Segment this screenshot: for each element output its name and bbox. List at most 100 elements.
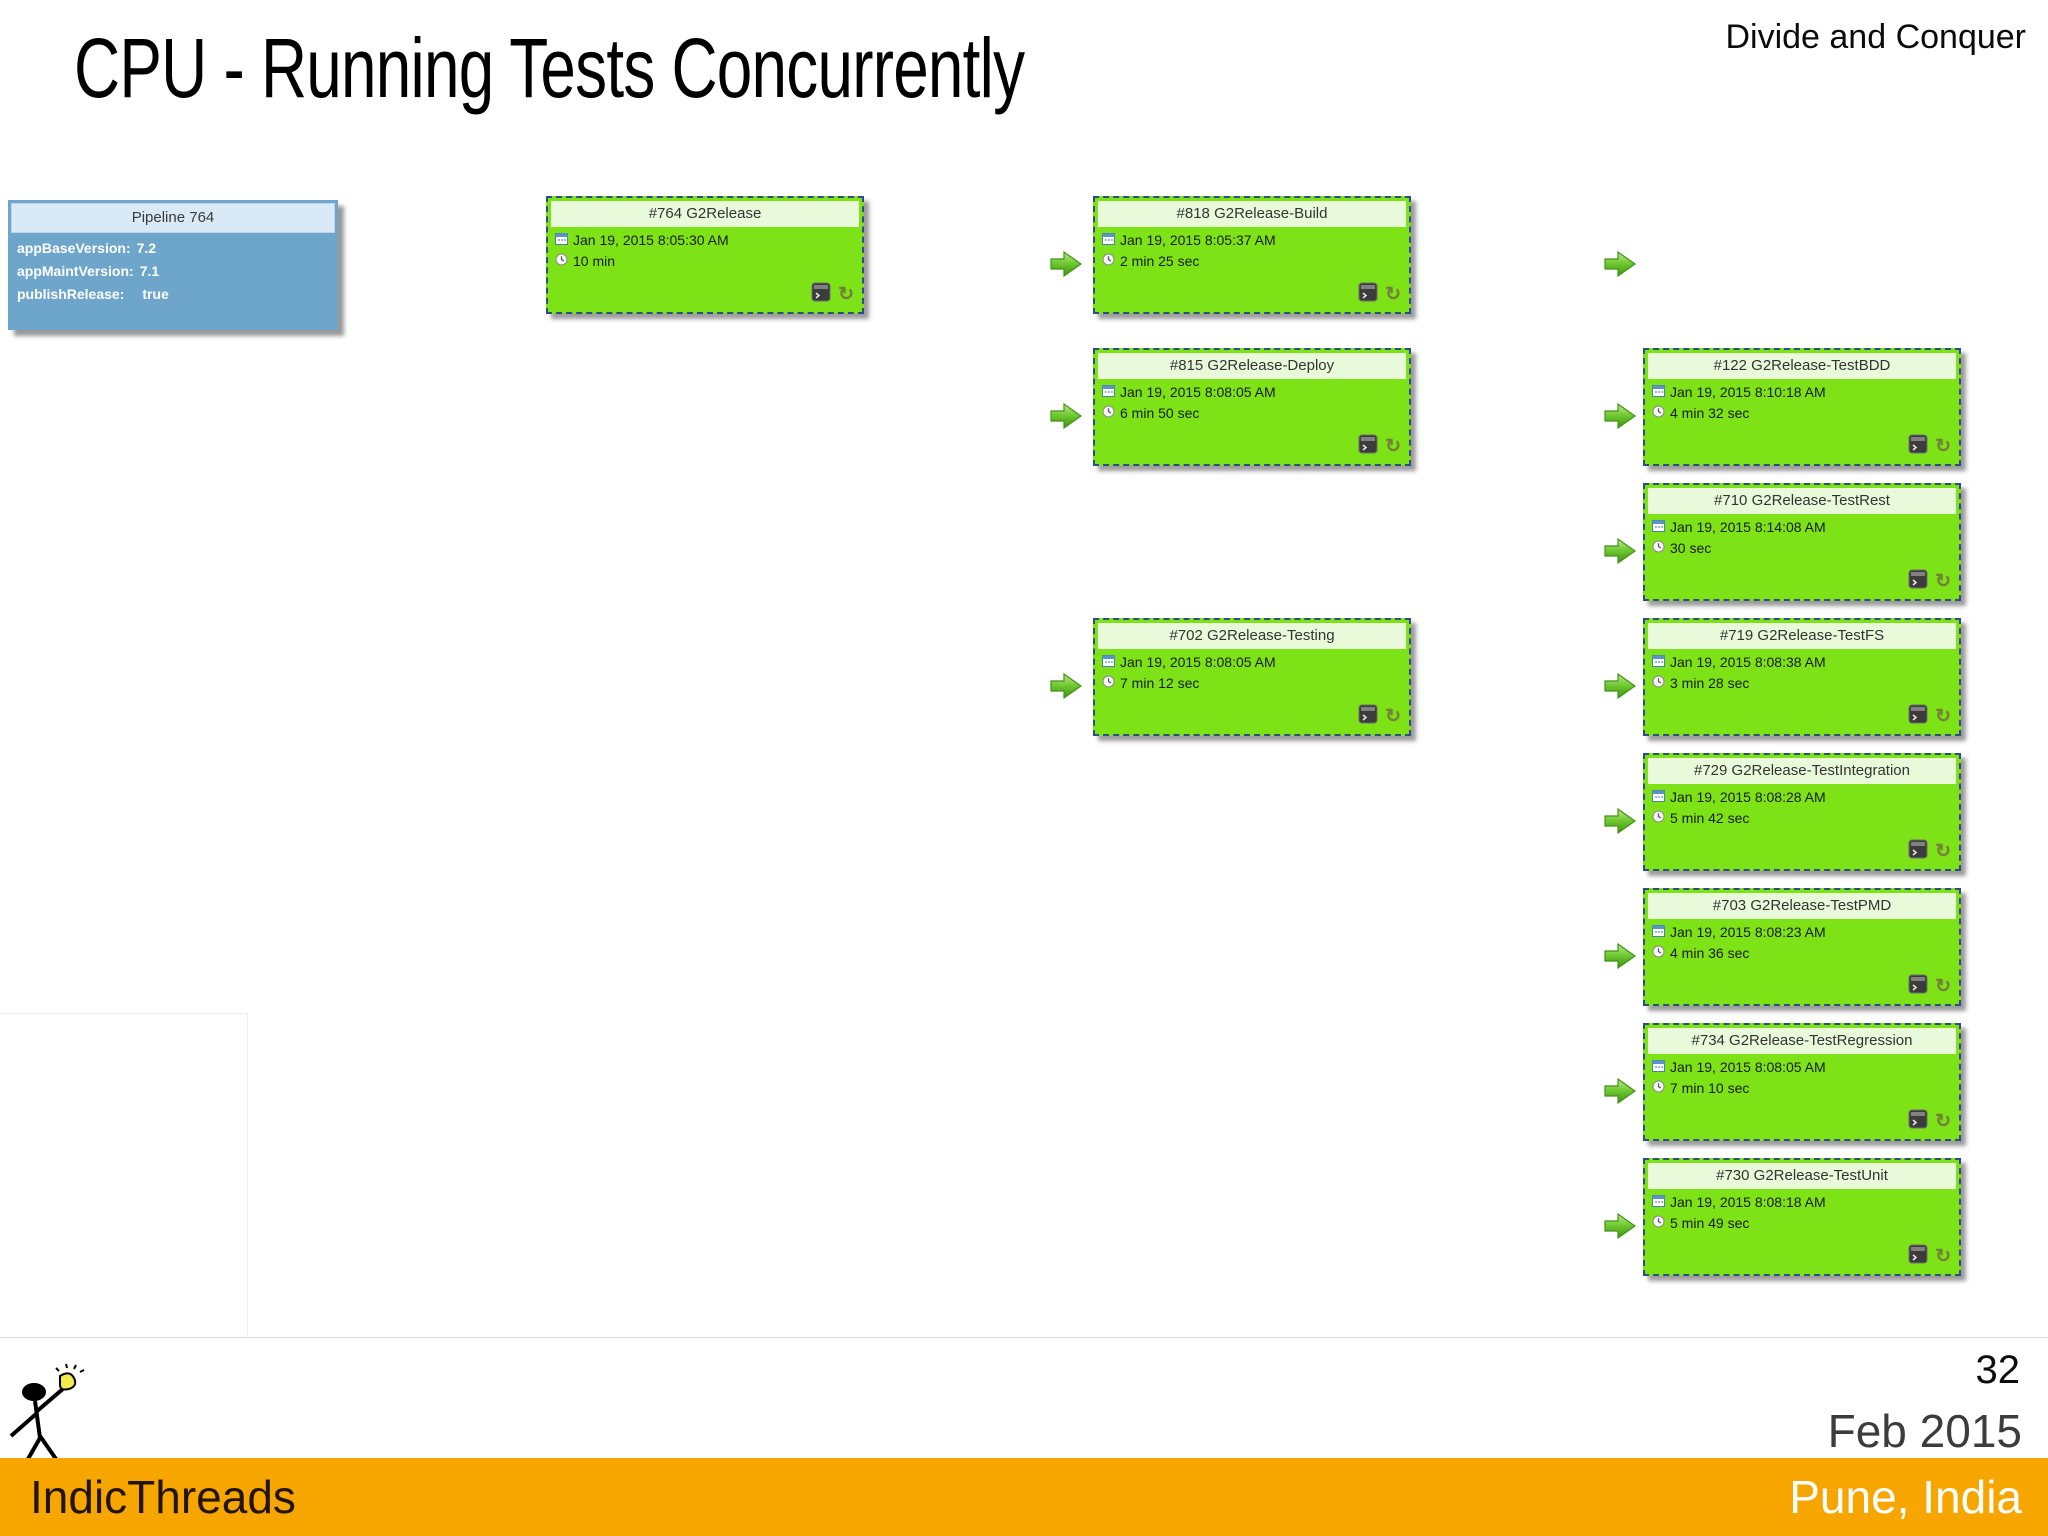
flow-arrow-icon <box>1602 534 1638 568</box>
job-duration: 3 min 28 sec <box>1670 675 1750 691</box>
console-output-icon[interactable] <box>1358 704 1378 729</box>
clock-icon <box>1652 810 1665 826</box>
job-title-link[interactable]: #818 G2Release-Build <box>1098 201 1406 227</box>
clock-icon <box>1652 540 1665 556</box>
job-duration: 10 min <box>573 253 616 269</box>
flow-arrow-icon <box>1048 399 1084 433</box>
flow-arrow-icon <box>1602 247 1638 281</box>
param-label: appMaintVersion: <box>17 263 134 279</box>
console-output-icon[interactable] <box>1908 434 1928 459</box>
footer-bar <box>0 1458 2048 1536</box>
param-value: 7.2 <box>136 240 157 256</box>
job-title-link[interactable]: #734 G2Release-TestRegression <box>1648 1028 1956 1054</box>
job-duration: 2 min 25 sec <box>1120 253 1200 269</box>
corner-label: Divide and Conquer <box>1725 18 2026 56</box>
console-output-icon[interactable] <box>1358 282 1378 307</box>
job-duration: 4 min 36 sec <box>1670 945 1750 961</box>
calendar-icon <box>1652 654 1665 670</box>
console-output-icon[interactable] <box>1908 1244 1928 1269</box>
param-value: true <box>142 286 169 302</box>
job-title-link[interactable]: #764 G2Release <box>551 201 859 227</box>
job-duration: 7 min 12 sec <box>1120 675 1200 691</box>
calendar-icon <box>1102 384 1115 400</box>
job-start-time: Jan 19, 2015 8:10:18 AM <box>1670 384 1826 400</box>
rebuild-icon[interactable]: ↻ <box>1935 976 1951 997</box>
param-row: appMaintVersion: 7.1 <box>8 263 338 279</box>
calendar-icon <box>1652 384 1665 400</box>
rebuild-icon[interactable]: ↻ <box>1935 1246 1951 1267</box>
job-start-time: Jan 19, 2015 8:08:05 AM <box>1670 1059 1826 1075</box>
console-output-icon[interactable] <box>1908 974 1928 999</box>
job-title-link[interactable]: #719 G2Release-TestFS <box>1648 623 1956 649</box>
rebuild-icon[interactable]: ↻ <box>1935 571 1951 592</box>
calendar-icon <box>1652 789 1665 805</box>
job-card: #703 G2Release-TestPMD Jan 19, 2015 8:08… <box>1643 888 1961 1006</box>
console-output-icon[interactable] <box>1358 434 1378 459</box>
rebuild-icon[interactable]: ↻ <box>1935 706 1951 727</box>
clock-icon <box>1102 253 1115 269</box>
flow-arrow-icon <box>1602 1074 1638 1108</box>
param-value: 7.1 <box>139 263 160 279</box>
clock-icon <box>1652 405 1665 421</box>
param-label: appBaseVersion: <box>17 240 131 256</box>
flow-arrow-icon <box>1602 669 1638 703</box>
rebuild-icon[interactable]: ↻ <box>1935 1111 1951 1132</box>
rebuild-icon[interactable]: ↻ <box>838 284 854 305</box>
job-title-link[interactable]: #729 G2Release-TestIntegration <box>1648 758 1956 784</box>
rebuild-icon[interactable]: ↻ <box>1385 284 1401 305</box>
calendar-icon <box>1652 1059 1665 1075</box>
job-start-time: Jan 19, 2015 8:08:18 AM <box>1670 1194 1826 1210</box>
job-title-link[interactable]: #815 G2Release-Deploy <box>1098 353 1406 379</box>
console-output-icon[interactable] <box>1908 839 1928 864</box>
job-title-link[interactable]: #710 G2Release-TestRest <box>1648 488 1956 514</box>
pipeline-param-title: Pipeline 764 <box>11 203 335 233</box>
calendar-icon <box>1102 654 1115 670</box>
job-title-link[interactable]: #730 G2Release-TestUnit <box>1648 1163 1956 1189</box>
flow-arrow-icon <box>1602 1209 1638 1243</box>
console-output-icon[interactable] <box>811 282 831 307</box>
param-row: appBaseVersion: 7.2 <box>8 240 338 256</box>
calendar-icon <box>555 232 568 248</box>
job-card: #764 G2Release Jan 19, 2015 8:05:30 AM <box>546 196 864 314</box>
sidebar-boundary-line <box>247 1013 248 1337</box>
footer-separator <box>0 1337 2048 1338</box>
console-output-icon[interactable] <box>1908 569 1928 594</box>
indicthreads-logo-icon <box>4 1358 112 1465</box>
calendar-icon <box>1652 519 1665 535</box>
job-duration: 5 min 49 sec <box>1670 1215 1750 1231</box>
calendar-icon <box>1652 924 1665 940</box>
console-output-icon[interactable] <box>1908 1109 1928 1134</box>
job-duration: 30 sec <box>1670 540 1712 556</box>
clock-icon <box>1102 675 1115 691</box>
flow-arrow-icon <box>1602 939 1638 973</box>
clock-icon <box>1102 405 1115 421</box>
brand-name: IndicThreads <box>30 1471 296 1523</box>
job-card: #818 G2Release-Build Jan 19, 2015 8:05:3… <box>1093 196 1411 314</box>
job-start-time: Jan 19, 2015 8:05:30 AM <box>573 232 729 248</box>
footer-location: Pune, India <box>1789 1471 2022 1523</box>
rebuild-icon[interactable]: ↻ <box>1935 841 1951 862</box>
clock-icon <box>555 253 568 269</box>
job-card: #719 G2Release-TestFS Jan 19, 2015 8:08:… <box>1643 618 1961 736</box>
job-title-link[interactable]: #702 G2Release-Testing <box>1098 623 1406 649</box>
job-duration: 7 min 10 sec <box>1670 1080 1750 1096</box>
footer-date: Feb 2015 <box>1827 1405 2022 1457</box>
clock-icon <box>1652 945 1665 961</box>
console-output-icon[interactable] <box>1908 704 1928 729</box>
job-title-link[interactable]: #703 G2Release-TestPMD <box>1648 893 1956 919</box>
rebuild-icon[interactable]: ↻ <box>1385 436 1401 457</box>
flow-arrow-icon <box>1602 804 1638 838</box>
job-start-time: Jan 19, 2015 8:08:05 AM <box>1120 384 1276 400</box>
param-row: publishRelease:true <box>8 286 338 302</box>
rebuild-icon[interactable]: ↻ <box>1385 706 1401 727</box>
job-card: #729 G2Release-TestIntegration Jan 19, 2… <box>1643 753 1961 871</box>
rebuild-icon[interactable]: ↻ <box>1935 436 1951 457</box>
job-start-time: Jan 19, 2015 8:08:38 AM <box>1670 654 1826 670</box>
job-card: #815 G2Release-Deploy Jan 19, 2015 8:08:… <box>1093 348 1411 466</box>
job-start-time: Jan 19, 2015 8:08:23 AM <box>1670 924 1826 940</box>
flow-arrow-icon <box>1602 399 1638 433</box>
job-title-link[interactable]: #122 G2Release-TestBDD <box>1648 353 1956 379</box>
job-duration: 6 min 50 sec <box>1120 405 1200 421</box>
job-card: #730 G2Release-TestUnit Jan 19, 2015 8:0… <box>1643 1158 1961 1276</box>
